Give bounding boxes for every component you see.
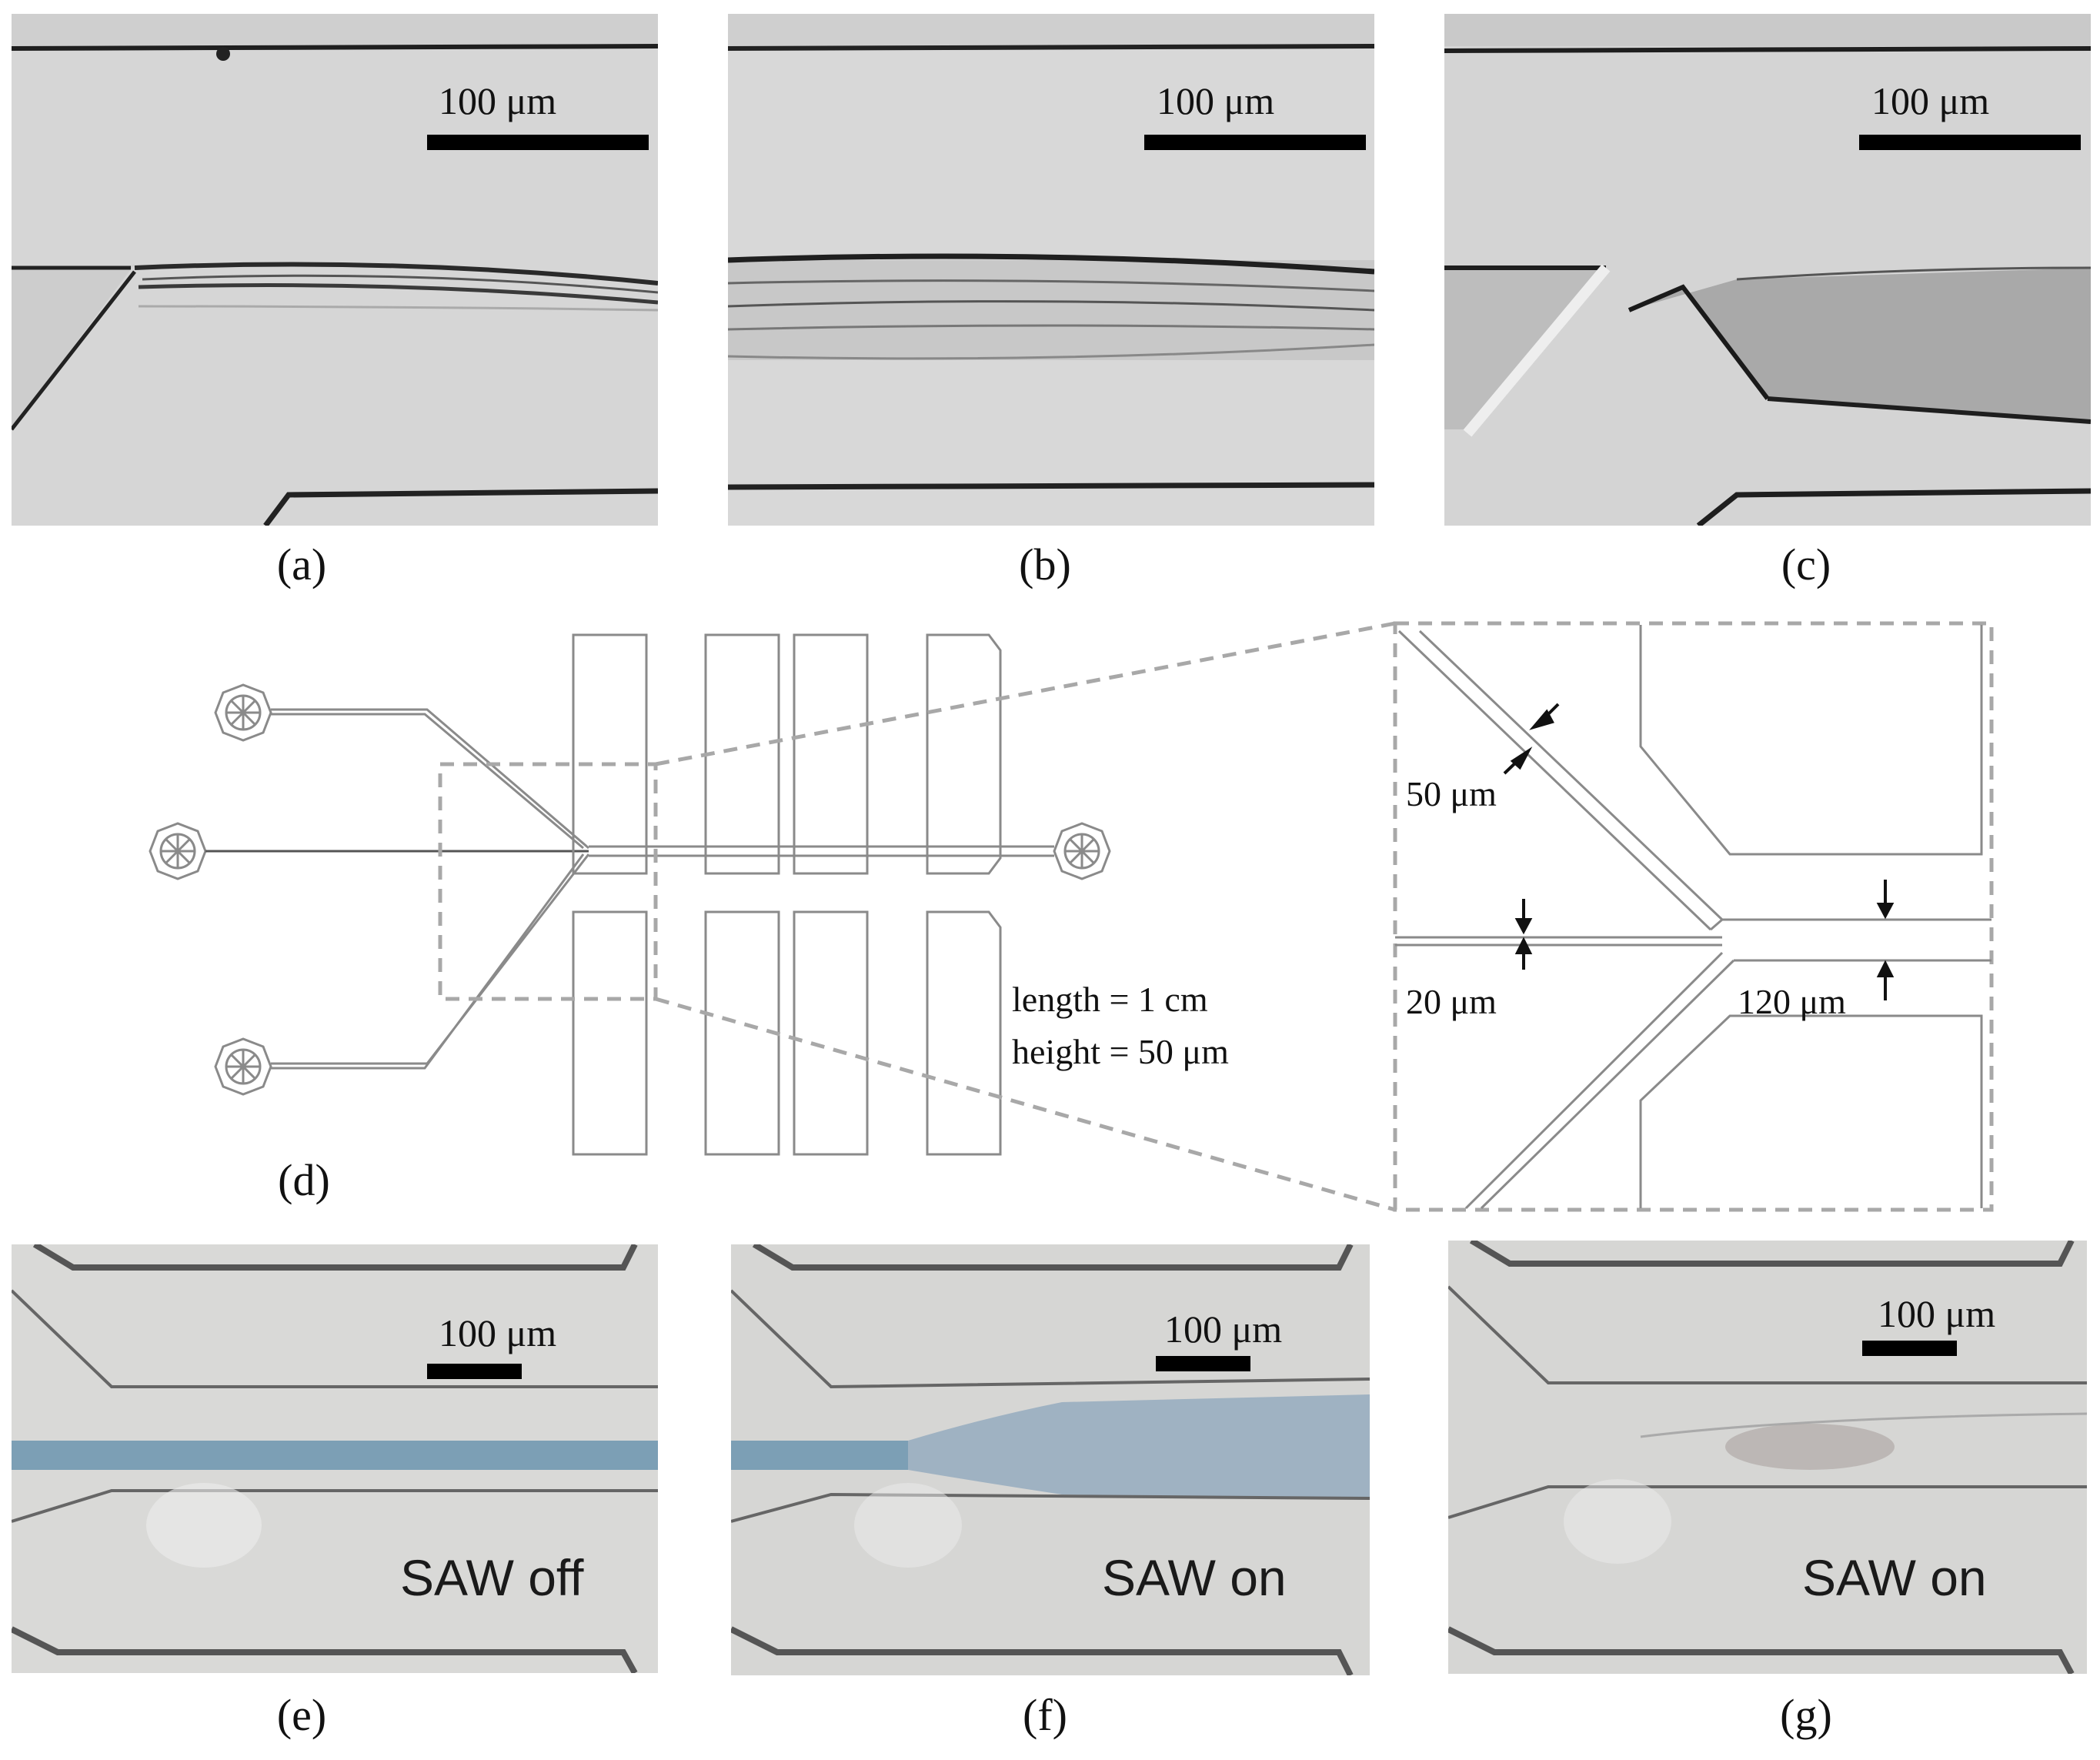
micrograph-g <box>1448 1241 2087 1674</box>
dim-main-width: 120 μm <box>1738 982 1846 1021</box>
scale-label-c: 100 μm <box>1871 79 1990 122</box>
caption-c: (c) <box>1781 539 1831 589</box>
scale-label-e: 100 μm <box>439 1311 557 1354</box>
scale-bar-b <box>1144 135 1366 150</box>
scale-bar-c <box>1859 135 2081 150</box>
micrograph-a <box>12 14 658 526</box>
dim-center-width: 20 μm <box>1406 982 1497 1021</box>
scale-bar-f <box>1156 1356 1250 1371</box>
micrograph-c <box>1444 14 2091 526</box>
micrograph-b <box>728 14 1374 526</box>
inlet-port-bottom <box>214 1037 272 1096</box>
outlet-port <box>1053 822 1111 880</box>
caption-f: (f) <box>1023 1690 1067 1740</box>
dim-inlet-width: 50 μm <box>1406 774 1497 813</box>
saw-status-e: SAW off <box>400 1549 584 1606</box>
scale-label-b: 100 μm <box>1157 79 1275 122</box>
scale-label-a: 100 μm <box>439 79 557 122</box>
caption-b: (b) <box>1019 539 1071 589</box>
saw-status-f: SAW on <box>1102 1549 1287 1606</box>
caption-a: (a) <box>276 539 327 589</box>
caption-g: (g) <box>1780 1690 1832 1740</box>
scale-label-g: 100 μm <box>1878 1292 1996 1335</box>
scale-bar-g <box>1862 1341 1957 1356</box>
inlet-port-center <box>149 822 207 880</box>
caption-e: (e) <box>276 1690 327 1740</box>
micrograph-e <box>12 1244 658 1673</box>
chip-schematic <box>149 621 1994 1212</box>
channel-height: height = 50 μm <box>1012 1032 1229 1071</box>
channel-length: length = 1 cm <box>1012 980 1208 1019</box>
scale-bar-a <box>427 135 649 150</box>
saw-status-g: SAW on <box>1802 1549 1987 1606</box>
micrograph-f <box>731 1244 1370 1675</box>
caption-d: (d) <box>278 1155 330 1205</box>
scale-bar-e <box>427 1364 522 1379</box>
scale-label-f: 100 μm <box>1164 1307 1283 1351</box>
inlet-port-top <box>214 683 272 742</box>
